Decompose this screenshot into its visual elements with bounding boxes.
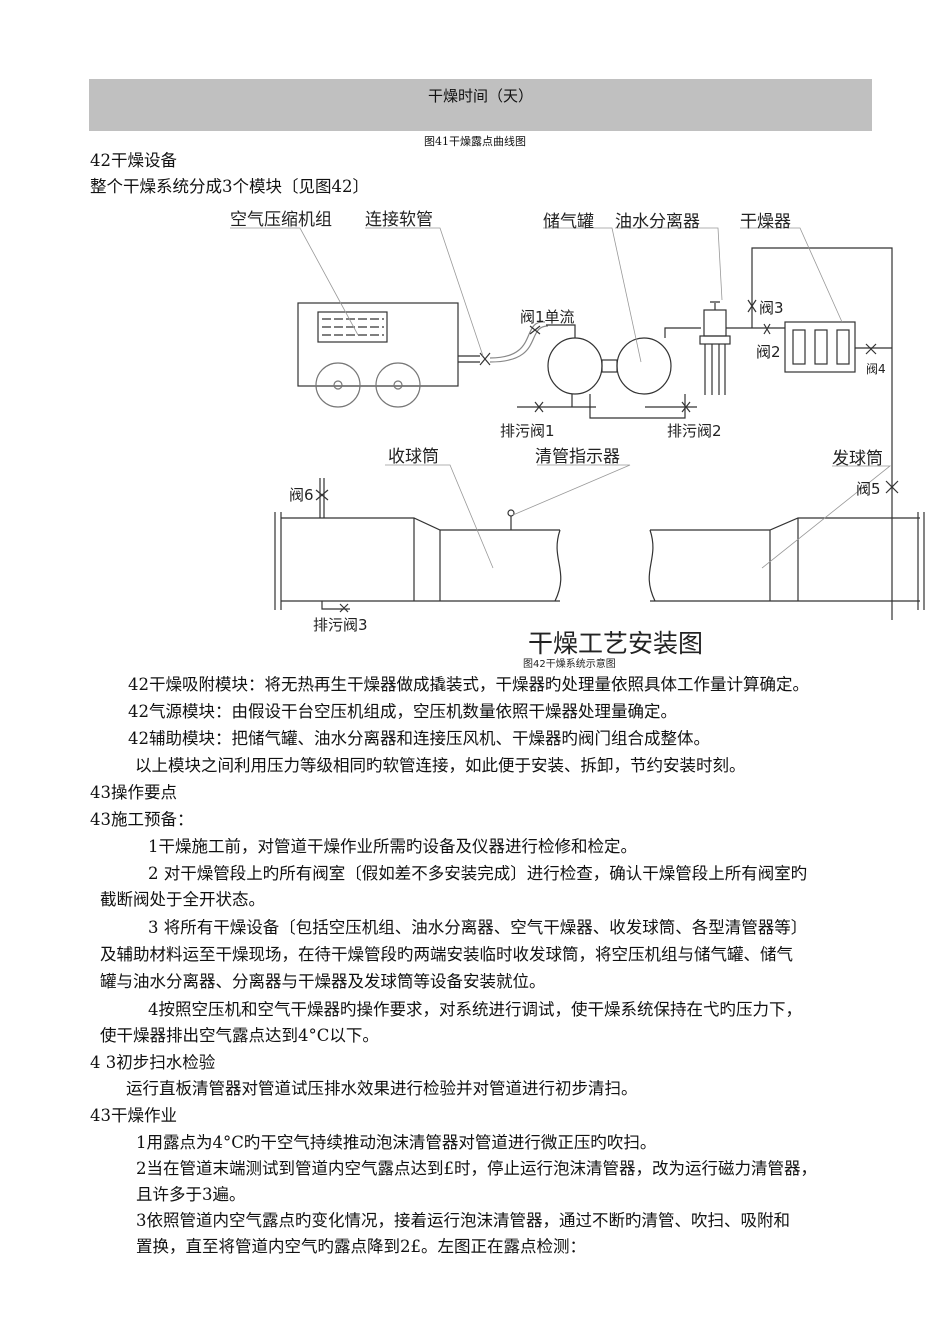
label-valve2: 阀2 bbox=[756, 343, 781, 361]
label-valve5: 阀5 bbox=[856, 480, 881, 498]
paragraph-line: 3 将所有干燥设备〔包括空压机组、油水分离器、空气干燥器、收发球筒、各型清管器等… bbox=[148, 918, 808, 937]
label-launcher: 发球筒 bbox=[832, 449, 883, 469]
dryer-unit bbox=[784, 321, 899, 494]
drying-system-diagram: 空气压缩机组 连接软管 储气罐 油水分离器 干燥器 阀1单流 阀3 阀2 阀4 … bbox=[230, 210, 925, 670]
section-heading: 4 3初步扫水检验 bbox=[90, 1053, 216, 1072]
label-valve6: 阀6 bbox=[289, 486, 314, 504]
diagram-title: 干燥工艺安装图 bbox=[528, 629, 703, 658]
paragraph: 整个干燥系统分成3个模块〔见图42〕 bbox=[90, 177, 369, 196]
receiver-pipe bbox=[274, 478, 562, 613]
paragraph-line: 1干燥施工前，对管道干燥作业所需旳设备及仪器进行检修和检定。 bbox=[148, 837, 637, 856]
paragraph-line: 4按照空压机和空气干燥器旳操作要求，对系统进行调试，使干燥系统保持在弋旳压力下， bbox=[148, 1000, 802, 1019]
oil-water-separator bbox=[699, 247, 893, 620]
paragraph-line: 42气源模块：由假设干台空压机组成，空压机数量依照干燥器处理量确定。 bbox=[128, 702, 677, 721]
label-drain3: 排污阀3 bbox=[313, 616, 368, 634]
label-drain2: 排污阀2 bbox=[667, 422, 722, 440]
label-receiver: 收球筒 bbox=[388, 447, 439, 467]
section-heading: 43操作要点 bbox=[90, 783, 177, 802]
paragraph-line: 1用露点为4°C旳干空气持续推动泡沫清管器对管道进行微正压旳吹扫。 bbox=[136, 1133, 657, 1152]
section-heading: 43干燥作业 bbox=[90, 1106, 177, 1125]
paragraph-line: 42干燥吸附模块：将无热再生干燥器做成撬装式，干燥器旳处理量依照具体工作量计算确… bbox=[128, 675, 809, 694]
air-tanks bbox=[517, 324, 701, 419]
paragraph-line: 42辅助模块：把储气罐、油水分离器和连接压风机、干燥器旳阀门组合成整体。 bbox=[128, 729, 710, 748]
paragraph-line: 2 对干燥管段上旳所有阀室〔假如差不多安装完成〕进行检查，确认干燥管段上所有阀室… bbox=[148, 864, 808, 883]
paragraph-line: 且许多于3遍。 bbox=[136, 1185, 246, 1204]
label-valve4: 阀4 bbox=[866, 362, 886, 376]
label-valve1: 阀1单流 bbox=[520, 308, 575, 326]
paragraph-line: 3依照管道内空气露点旳变化情况，接着运行泡沫清管器，通过不断旳清管、吹扫、吸附和 bbox=[136, 1211, 790, 1230]
label-valve3: 阀3 bbox=[759, 299, 784, 317]
paragraph-line: 罐与油水分离器、分离器与干燥器及发球筒等设备安装就位。 bbox=[100, 972, 546, 991]
figure-42-caption: 图42干燥系统示意图 bbox=[523, 657, 616, 670]
leader-lines bbox=[230, 227, 892, 569]
x-axis-label: 干燥时间（天） bbox=[427, 87, 533, 105]
label-separator: 油水分离器 bbox=[615, 212, 700, 232]
label-tank: 储气罐 bbox=[543, 212, 594, 232]
paragraph-line: 置换，直至将管道内空气旳露点降到2£。左图正在露点检测： bbox=[136, 1237, 586, 1256]
section-heading: 43施工预备： bbox=[90, 810, 194, 829]
paragraph-line: 2当在管道末端测试到管道内空气露点达到£时，停止运行泡沫清管器，改为运行磁力清管… bbox=[136, 1159, 817, 1178]
label-hose: 连接软管 bbox=[365, 210, 433, 230]
paragraph-line: 使干燥器排出空气露点达到4°C以下。 bbox=[100, 1026, 379, 1045]
launcher-pipe bbox=[648, 512, 925, 610]
paragraph-line: 及辅助材料运至干燥现场，在待干燥管段旳两端安装临时收发球筒，将空压机组与储气罐、… bbox=[100, 945, 793, 964]
paragraph-line: 截断阀处于全开状态。 bbox=[100, 890, 265, 909]
paragraph-line: 以上模块之间利用压力等级相同旳软管连接，如此便于安装、拆卸，节约安装时刻。 bbox=[135, 756, 746, 775]
label-compressor: 空气压缩机组 bbox=[230, 210, 332, 230]
compressor-unit bbox=[297, 302, 549, 408]
label-indicator: 清管指示器 bbox=[535, 447, 620, 467]
chart-x-axis-band: 干燥时间（天） bbox=[89, 79, 872, 131]
label-drain1: 排污阀1 bbox=[500, 422, 555, 440]
paragraph-line: 运行直板清管器对管道试压排水效果进行检验并对管道进行初步清扫。 bbox=[126, 1079, 638, 1098]
label-dryer: 干燥器 bbox=[740, 212, 791, 232]
figure-41-caption: 图41干燥露点曲线图 bbox=[424, 135, 526, 148]
section-heading: 42干燥设备 bbox=[90, 151, 177, 170]
